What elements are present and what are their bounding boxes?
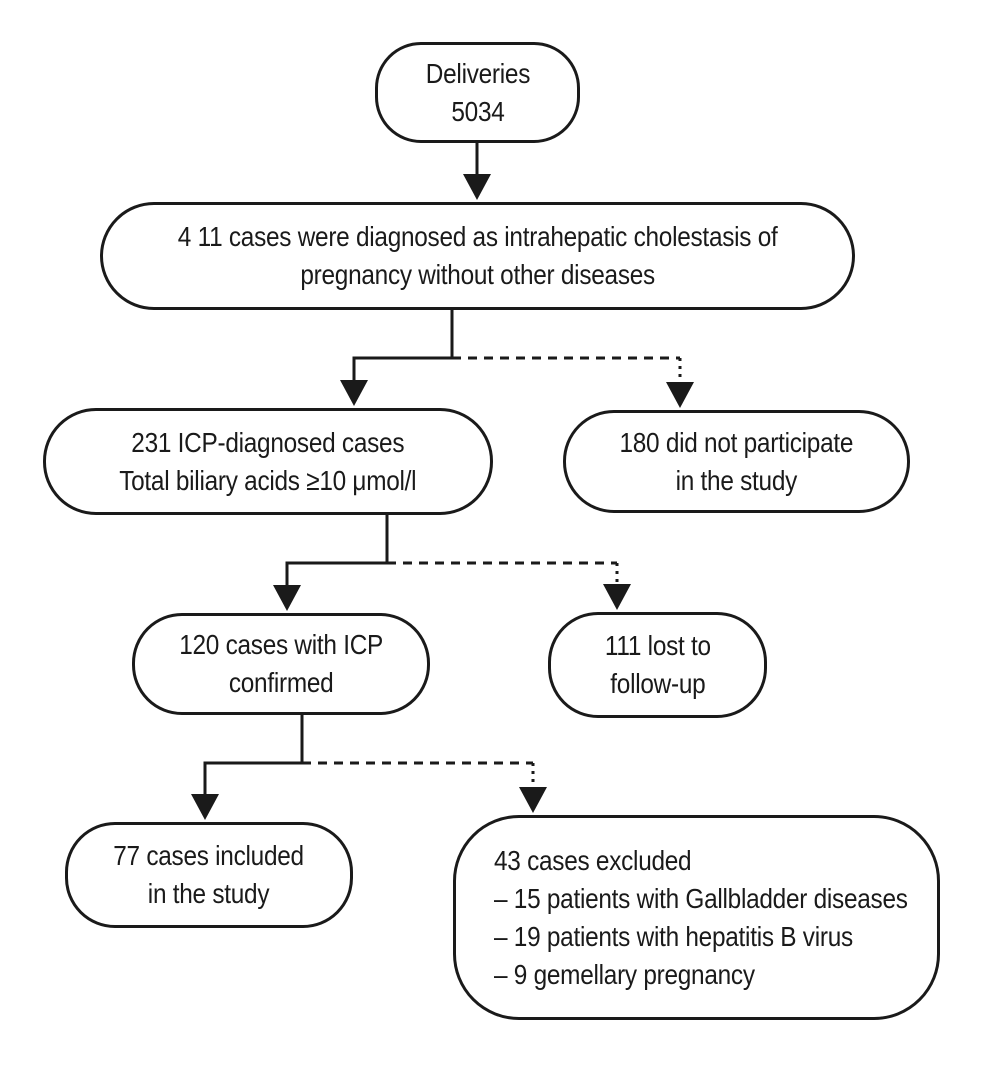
node-line: 120 cases with ICP: [179, 629, 383, 660]
node-line: – 19 patients with hepatitis B virus: [494, 920, 853, 952]
arrowhead-down-icon: [463, 174, 491, 200]
node-cases-excluded: 43 cases excluded – 15 patients with Gal…: [453, 815, 940, 1020]
arrowhead-down-icon: [191, 794, 219, 820]
node-did-not-participate: 180 did not participate in the study: [563, 410, 910, 513]
arrowhead-down-icon: [273, 585, 301, 611]
node-line: in the study: [148, 878, 270, 909]
node-lost-to-followup: 111 lost to follow-up: [548, 612, 767, 718]
node-line: 231 ICP-diagnosed cases: [131, 426, 405, 458]
node-line: Total biliary acids ≥10 μmol/l: [119, 464, 417, 496]
node-line: 43 cases excluded: [494, 844, 692, 876]
edge-icp231-branch: [273, 515, 631, 611]
node-line: in the study: [675, 464, 798, 496]
edge-diagnosed-branch: [340, 310, 694, 408]
node-line: pregnancy without other diseases: [300, 259, 655, 290]
node-icp-diagnosed-231: 231 ICP-diagnosed cases Total biliary ac…: [43, 408, 493, 515]
node-cases-excluded-text: 43 cases excluded – 15 patients with Gal…: [494, 842, 908, 994]
node-did-not-participate-text: 180 did not participate in the study: [620, 424, 854, 500]
node-line: confirmed: [228, 667, 334, 698]
node-line: 4 11 cases were diagnosed as intrahepati…: [177, 221, 778, 252]
node-cases-included-text: 77 cases included in the study: [114, 837, 305, 913]
node-cases-included: 77 cases included in the study: [65, 822, 353, 928]
arrowhead-down-icon: [666, 382, 694, 408]
node-line: follow-up: [609, 668, 706, 699]
node-line: 77 cases included: [113, 840, 305, 871]
edge-deliveries-to-diagnosed: [463, 143, 491, 200]
node-icp-confirmed-text: 120 cases with ICP confirmed: [179, 626, 383, 702]
node-line: 180 did not participate: [619, 426, 854, 458]
node-deliveries: Deliveries 5034: [375, 42, 580, 143]
arrowhead-down-icon: [519, 787, 547, 813]
node-icp-diagnosed-231-text: 231 ICP-diagnosed cases Total biliary ac…: [119, 424, 416, 500]
node-line: 111 lost to: [604, 630, 711, 661]
node-line: – 9 gemellary pregnancy: [494, 958, 755, 990]
arrowhead-down-icon: [340, 380, 368, 406]
node-diagnosed-icp: 4 11 cases were diagnosed as intrahepati…: [100, 202, 855, 310]
node-line: – 15 patients with Gallbladder diseases: [494, 882, 908, 914]
node-icp-confirmed: 120 cases with ICP confirmed: [132, 613, 430, 715]
node-line: 5034: [450, 95, 505, 127]
node-line: Deliveries: [425, 57, 530, 89]
edge-confirmed-branch: [191, 715, 547, 820]
node-lost-to-followup-text: 111 lost to follow-up: [605, 627, 711, 703]
node-diagnosed-icp-text: 4 11 cases were diagnosed as intrahepati…: [178, 218, 778, 294]
node-deliveries-text: Deliveries 5034: [425, 55, 530, 131]
arrowhead-down-icon: [603, 584, 631, 610]
